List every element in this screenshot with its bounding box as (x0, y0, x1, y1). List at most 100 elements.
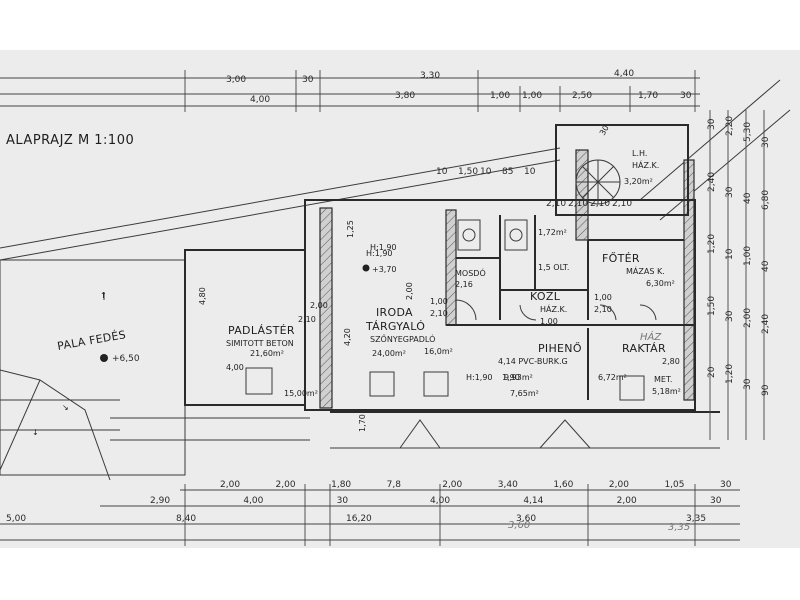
dim-right-0: 30 (707, 118, 717, 130)
svg-text:↑: ↑ (100, 291, 107, 300)
svg-text:MET.: MET. (654, 375, 672, 384)
dim-right-8: 1,20 (707, 234, 717, 254)
dim-right-6: 40 (743, 192, 753, 204)
svg-text:2,16: 2,16 (455, 280, 473, 289)
dim-b3-3: 3,60 (516, 514, 536, 524)
svg-text:16,0m²: 16,0m² (424, 347, 453, 356)
dim-inner-top-8: 2,10 (612, 199, 632, 209)
svg-text:30: 30 (598, 124, 611, 137)
dim-right-17: 1,20 (725, 364, 735, 384)
dim-right-1: 2,20 (725, 116, 735, 136)
dim-inner-top-3: 85 (502, 167, 513, 177)
svg-text:2,00: 2,00 (310, 301, 328, 310)
dim-right-15: 2,40 (761, 314, 771, 334)
paper-sheet (0, 50, 800, 548)
dim-b1-0: 2,00 (220, 480, 240, 490)
svg-text:1,25: 1,25 (346, 220, 355, 238)
svg-text:5,18m²: 5,18m² (652, 387, 681, 396)
room-piheno: PIHENŐ 4,14 PVC-BURK.G 9,93m² 7,65m² H:1… (466, 341, 582, 398)
svg-text:2,80: 2,80 (662, 357, 680, 366)
building-walls (110, 124, 720, 449)
svg-text:1,90: 1,90 (502, 373, 520, 382)
dim-right-13: 30 (725, 310, 735, 322)
dim-b2-5: 2,00 (617, 496, 637, 506)
svg-text:+3,70: +3,70 (372, 265, 397, 274)
dim-b3-1: 8,40 (176, 514, 196, 524)
dim-right-7: 6,80 (761, 190, 771, 210)
svg-text:HÁZ: HÁZ (640, 330, 662, 343)
svg-text:↘: ↘ (62, 403, 69, 412)
dim-right-2: 5,30 (743, 122, 753, 142)
dim-inner-top-7: 2,10 (590, 199, 610, 209)
svg-text:4,20: 4,20 (343, 328, 352, 346)
dim-b2-2: 30 (337, 496, 349, 506)
svg-text:PADLÁSTÉR: PADLÁSTÉR (228, 324, 295, 337)
room-kozl: KÖZL HÁZ.K. (530, 290, 567, 314)
room-lh: L.H. HÁZ.K. 3,20m² (624, 149, 659, 186)
room-wc: 1,72m² 1,5 OLT. (538, 228, 569, 272)
dim-b2-1: 4,00 (243, 496, 263, 506)
dim-right-9: 10 (725, 248, 735, 260)
svg-text:21,60m²: 21,60m² (250, 349, 284, 358)
dim-b3-4: 3,35 (686, 514, 706, 524)
dim-top-6: 1,00 (490, 91, 510, 101)
dim-b1-4: 2,00 (442, 480, 462, 490)
svg-text:MOSDÓ: MOSDÓ (455, 267, 486, 278)
svg-text:2,10: 2,10 (430, 309, 448, 318)
bottom-margin (0, 548, 800, 600)
svg-text:MÁZAS K.: MÁZAS K. (626, 265, 665, 276)
room-raktar: RAKTÁR 6,72m² 5,18m² 2,80 MET. (598, 342, 681, 396)
dim-inner-top-2: 10 (480, 167, 492, 177)
svg-text:6,72m²: 6,72m² (598, 373, 627, 382)
dim-top-5: 3,80 (395, 91, 415, 101)
dim-b3-0: 5,00 (6, 514, 26, 524)
svg-text:1,72m²: 1,72m² (538, 228, 567, 237)
svg-text:1,5 OLT.: 1,5 OLT. (538, 263, 569, 272)
dim-b2-0: 2,90 (150, 496, 170, 506)
svg-text:3,20m²: 3,20m² (624, 177, 653, 186)
dim-top-10: 30 (680, 91, 692, 101)
dim-b2-4: 4,14 (523, 496, 543, 506)
svg-text:9,93m²: 9,93m² (504, 373, 533, 382)
dim-b3-2: 16,20 (346, 514, 372, 524)
svg-text:RAKTÁR: RAKTÁR (622, 342, 666, 355)
pencil-note-1: 3,60 (508, 520, 530, 531)
dim-inner-top-4: 10 (524, 167, 536, 177)
dim-b1-7: 2,00 (609, 480, 629, 490)
dim-top-7: 1,00 (522, 91, 542, 101)
svg-text:IRODA: IRODA (376, 306, 413, 319)
dim-right-5: 30 (725, 186, 735, 198)
svg-text:SIMITOTT BETON: SIMITOTT BETON (226, 339, 294, 348)
dim-b2-3: 4,00 (430, 496, 450, 506)
svg-text:HÁZ.K.: HÁZ.K. (540, 303, 567, 314)
svg-text:KÖZL: KÖZL (530, 290, 561, 303)
dim-inner-top-5: 2,10 (546, 199, 566, 209)
roof-level: +6,50 (112, 354, 140, 364)
dim-right-12: 1,50 (707, 296, 717, 316)
interior-annotations: H:1,90 1,00 2,10 4,20 4,80 2,00 1,25 2,0… (198, 124, 612, 432)
room-mosdo: MOSDÓ 2,16 H:1,90 (366, 249, 486, 289)
dim-top-1: 30 (302, 75, 314, 85)
svg-text:PIHENŐ: PIHENŐ (538, 341, 582, 355)
svg-text:2,00: 2,00 (405, 282, 414, 300)
svg-text:1,00: 1,00 (594, 293, 612, 302)
dim-b1-8: 1,05 (664, 480, 684, 490)
svg-text:1,00: 1,00 (540, 317, 558, 326)
dim-top-3: 4,40 (614, 69, 634, 79)
room-haz-note: HÁZ (640, 330, 662, 343)
dim-b1-2: 1,80 (331, 480, 351, 490)
svg-text:H:1,90: H:1,90 (466, 373, 493, 382)
dim-inner-top-0: 10 (436, 167, 448, 177)
svg-text:H:1,90: H:1,90 (370, 243, 397, 252)
svg-text:H:1,90: H:1,90 (366, 249, 393, 258)
svg-text:2,10: 2,10 (298, 315, 316, 324)
svg-text:HÁZ.K.: HÁZ.K. (632, 159, 659, 170)
dim-top-2: 3,30 (420, 71, 440, 81)
plan-title: ALAPRAJZ M 1:100 (6, 133, 134, 148)
roof-level-marker (100, 354, 108, 362)
svg-text:15,00m²: 15,00m² (284, 389, 318, 398)
svg-text:4,14 PVC-BURK.G: 4,14 PVC-BURK.G (498, 357, 568, 366)
